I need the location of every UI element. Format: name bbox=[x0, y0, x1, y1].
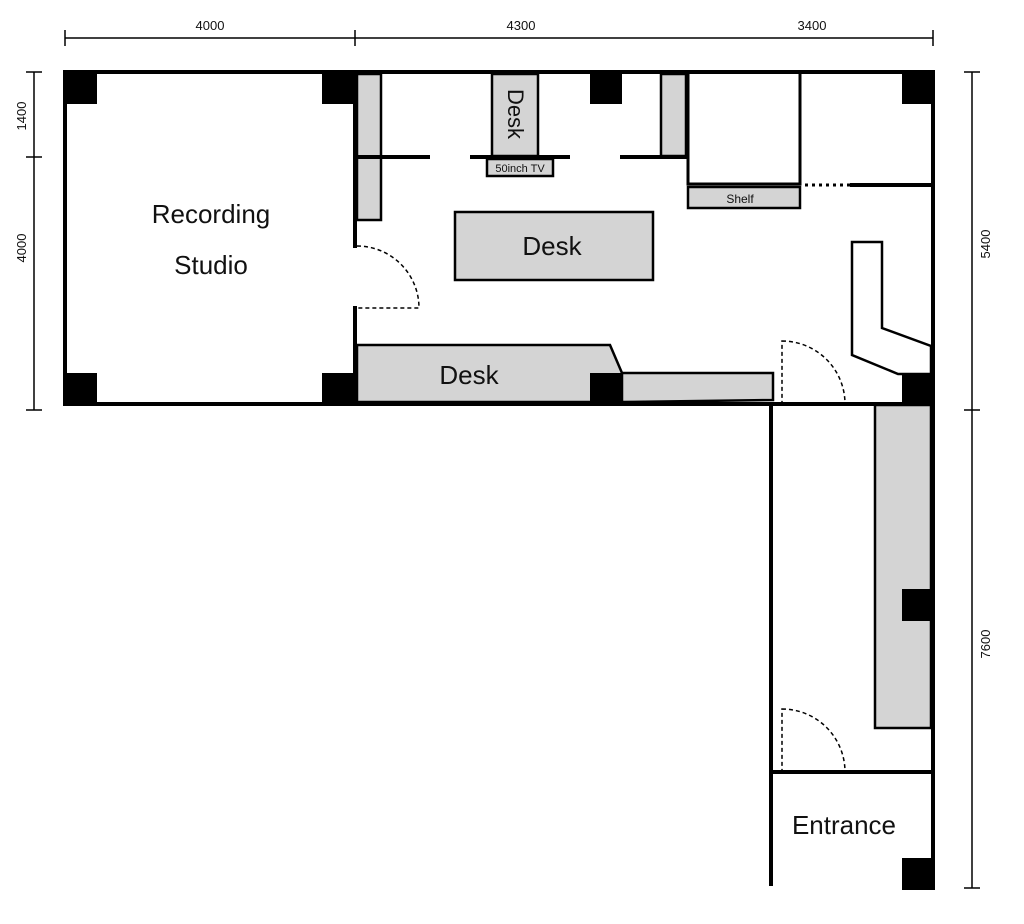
desk-top bbox=[490, 72, 540, 158]
door-swing-studio bbox=[356, 245, 420, 309]
desk-bottom-extension bbox=[620, 371, 775, 404]
desk-center bbox=[453, 210, 655, 282]
tv-label: 50inch TV bbox=[495, 163, 545, 175]
column bbox=[322, 373, 356, 406]
dim-top-1: 4000 bbox=[196, 18, 225, 33]
door-swing-main bbox=[781, 340, 846, 405]
cabinet-top bbox=[659, 72, 688, 158]
column bbox=[902, 373, 935, 406]
column bbox=[322, 72, 356, 104]
desk-bottom-label: Desk bbox=[439, 360, 499, 390]
desk-center-label: Desk bbox=[522, 231, 582, 261]
room-label-studio: Studio bbox=[174, 250, 248, 280]
desk-top-label: Desk bbox=[503, 89, 528, 140]
column bbox=[63, 72, 97, 104]
columns bbox=[63, 72, 935, 890]
room-label-recording: Recording bbox=[152, 199, 271, 229]
dim-left-2: 4000 bbox=[14, 234, 29, 263]
column bbox=[590, 373, 622, 406]
room-label-entrance: Entrance bbox=[792, 810, 896, 840]
column bbox=[63, 373, 97, 406]
column bbox=[902, 72, 935, 104]
column bbox=[902, 858, 935, 890]
cabinet-box bbox=[686, 70, 802, 186]
dim-left-1: 1400 bbox=[14, 102, 29, 131]
dim-right-1: 5400 bbox=[978, 230, 993, 259]
walls bbox=[63, 70, 935, 890]
dim-right-2: 7600 bbox=[978, 630, 993, 659]
furniture bbox=[355, 72, 933, 730]
counter-right bbox=[873, 403, 933, 730]
dim-top-2: 4300 bbox=[507, 18, 536, 33]
dimension-lines bbox=[26, 30, 980, 889]
column bbox=[902, 589, 935, 621]
door-swing-entrance bbox=[781, 708, 846, 773]
reception-counter bbox=[850, 240, 933, 376]
doors bbox=[356, 245, 846, 773]
shelf bbox=[686, 185, 802, 210]
column bbox=[590, 72, 622, 104]
shelf-left-vertical bbox=[355, 72, 383, 222]
dim-top-3: 3400 bbox=[798, 18, 827, 33]
shelf-label: Shelf bbox=[726, 192, 754, 206]
